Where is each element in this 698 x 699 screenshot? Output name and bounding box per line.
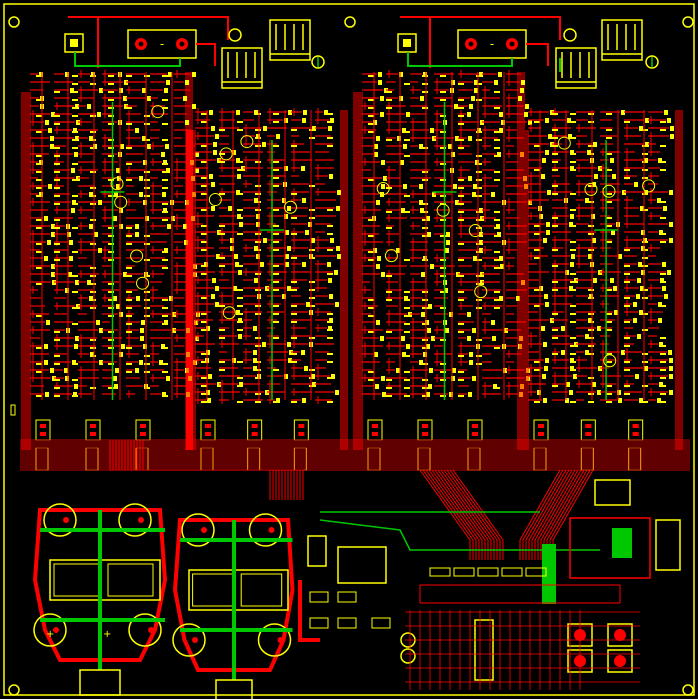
diode-footprint <box>307 535 327 567</box>
relay-footprint <box>607 623 633 647</box>
signal-bus-traces <box>20 439 690 560</box>
mounting-hole <box>682 16 694 28</box>
edge-marker <box>10 404 16 416</box>
mounting-hole <box>8 16 20 28</box>
top-feed-traces <box>68 16 561 68</box>
module-array <box>186 108 348 471</box>
supply-plus-label: + <box>46 629 54 640</box>
connector-minus-label: - <box>160 37 164 51</box>
mounting-hole <box>344 16 356 28</box>
top-ground-traces <box>74 52 561 72</box>
ground-bar <box>542 544 556 604</box>
board-outline <box>3 3 695 696</box>
regulator-footprint <box>221 47 263 89</box>
module-array <box>21 70 200 471</box>
mounting-holes <box>8 16 694 696</box>
regulator-footprint <box>337 546 387 584</box>
supply-plus-label: + <box>103 629 111 640</box>
regulator-footprint <box>269 19 311 61</box>
relay-footprint <box>607 649 633 673</box>
controller-chip <box>569 517 651 579</box>
regulator-footprint <box>555 47 597 89</box>
supply-block <box>32 503 168 696</box>
header-footprint <box>655 519 681 571</box>
power-connector-left: - <box>64 29 197 59</box>
regulator-footprints <box>221 19 659 89</box>
connector-minus-label: - <box>490 37 494 51</box>
module-arrays <box>21 70 683 471</box>
control-section <box>400 479 681 690</box>
ground-pad <box>612 528 632 558</box>
ic-footprint <box>474 619 494 681</box>
mounting-hole <box>8 684 20 696</box>
regulator-footprint <box>601 19 643 61</box>
module-array <box>519 108 683 471</box>
supply-block <box>172 513 295 699</box>
power-supply-section <box>32 503 391 699</box>
mounting-hole <box>682 684 694 696</box>
